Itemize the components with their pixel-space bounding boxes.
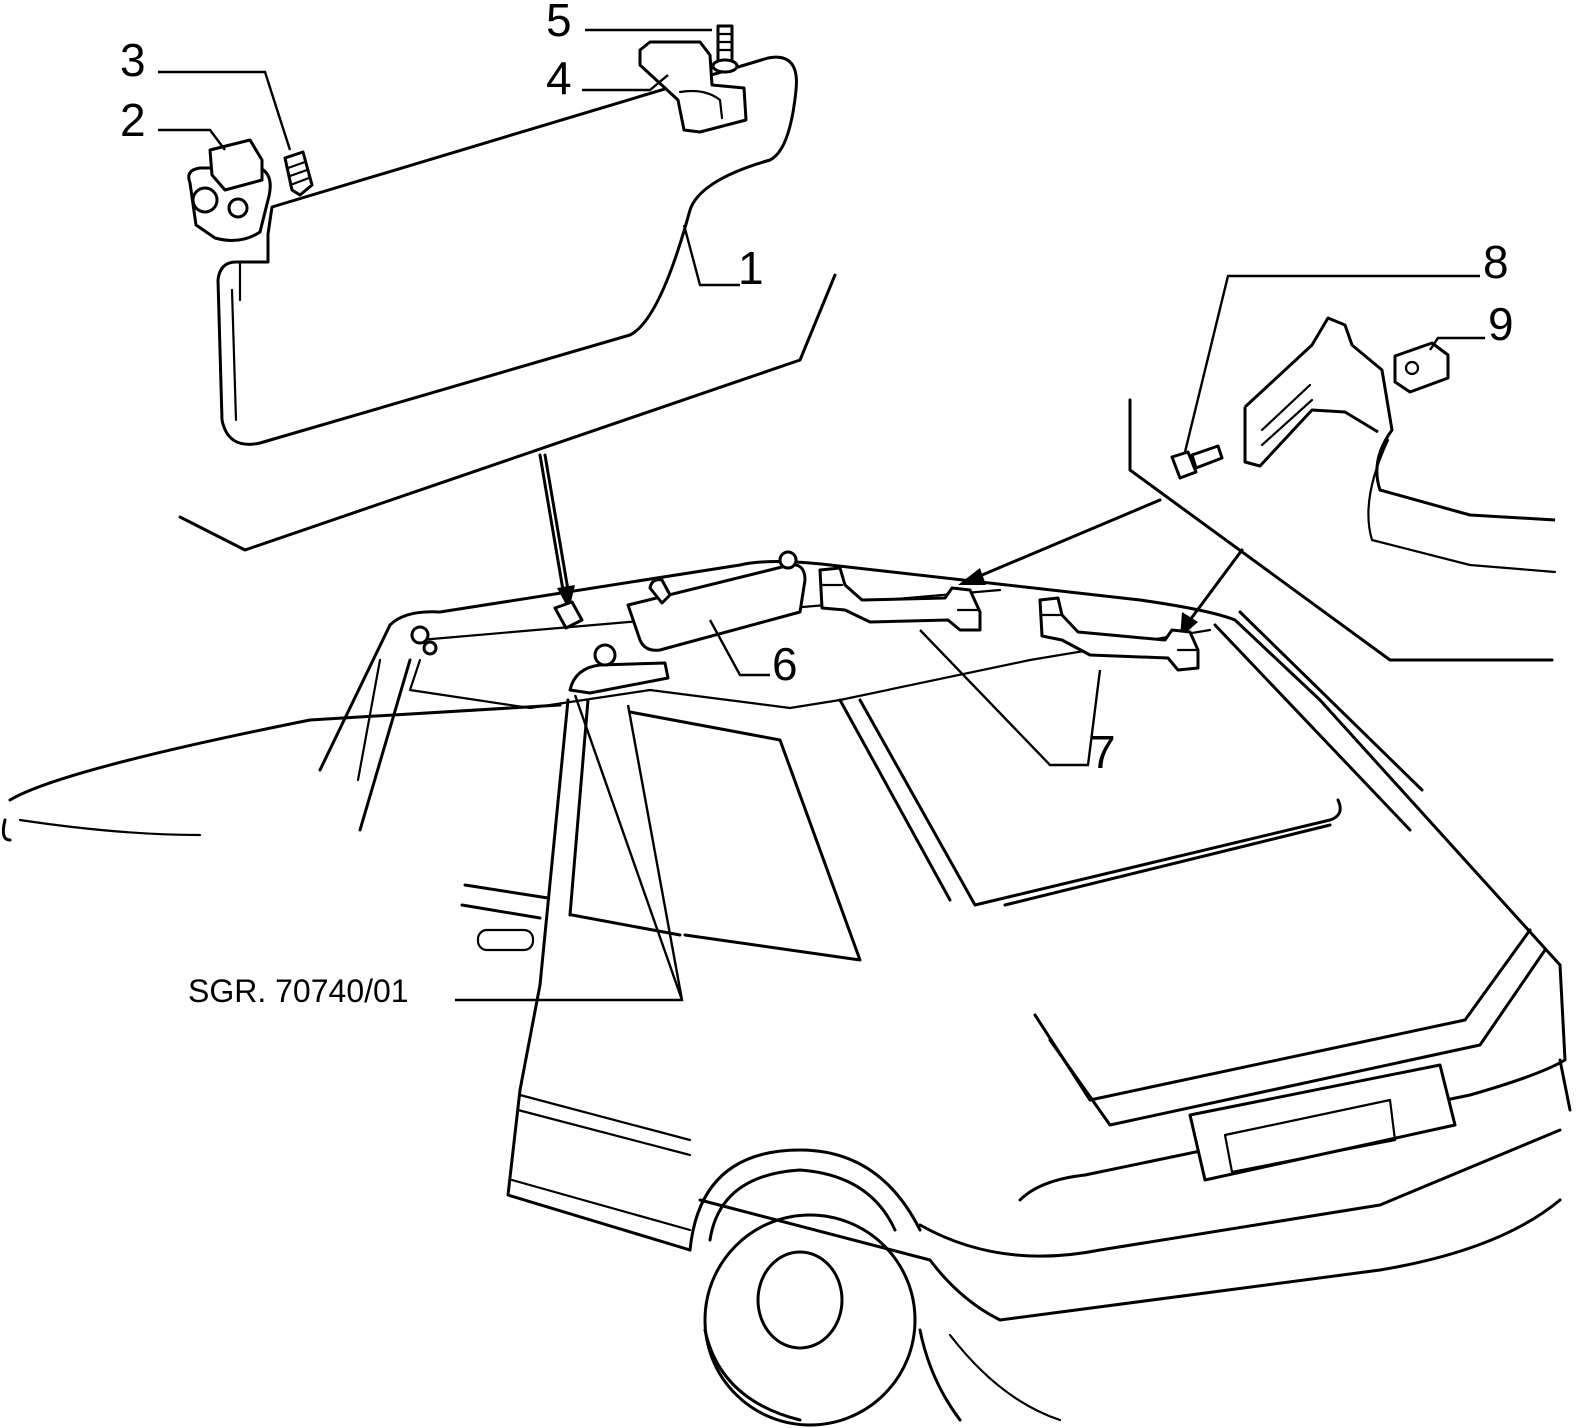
cap-9 (1393, 341, 1450, 394)
callout-8: 8 (1483, 236, 1509, 288)
screw-8 (1170, 444, 1224, 480)
callout-2: 2 (120, 94, 146, 146)
callout-3: 3 (120, 34, 146, 86)
arrow-handle-front (958, 498, 1162, 585)
visor-retaining-clip (638, 40, 748, 134)
grab-handle-front (818, 566, 982, 632)
visor-pivot-bracket (187, 138, 272, 242)
installed-visor-right (626, 550, 807, 652)
callout-6: 6 (772, 638, 798, 690)
leader-lines (158, 28, 1485, 1002)
grab-handle-detail (1128, 316, 1557, 662)
arrow-handle-rear (1180, 548, 1244, 638)
screw-5 (711, 24, 739, 74)
callout-1: 1 (738, 242, 764, 294)
reference-code: SGR. 70740/01 (188, 973, 409, 1009)
screw-3 (283, 150, 314, 197)
callout-9: 9 (1488, 298, 1514, 350)
callout-7: 7 (1090, 726, 1116, 778)
arrow-visor-to-car (538, 453, 575, 610)
sun-visor (216, 55, 798, 446)
visor-panel-outline (178, 273, 837, 552)
installed-visor-left (410, 600, 670, 695)
grab-handle-rear (1038, 596, 1200, 672)
callout-4: 4 (546, 52, 572, 104)
callout-5: 5 (546, 0, 572, 46)
